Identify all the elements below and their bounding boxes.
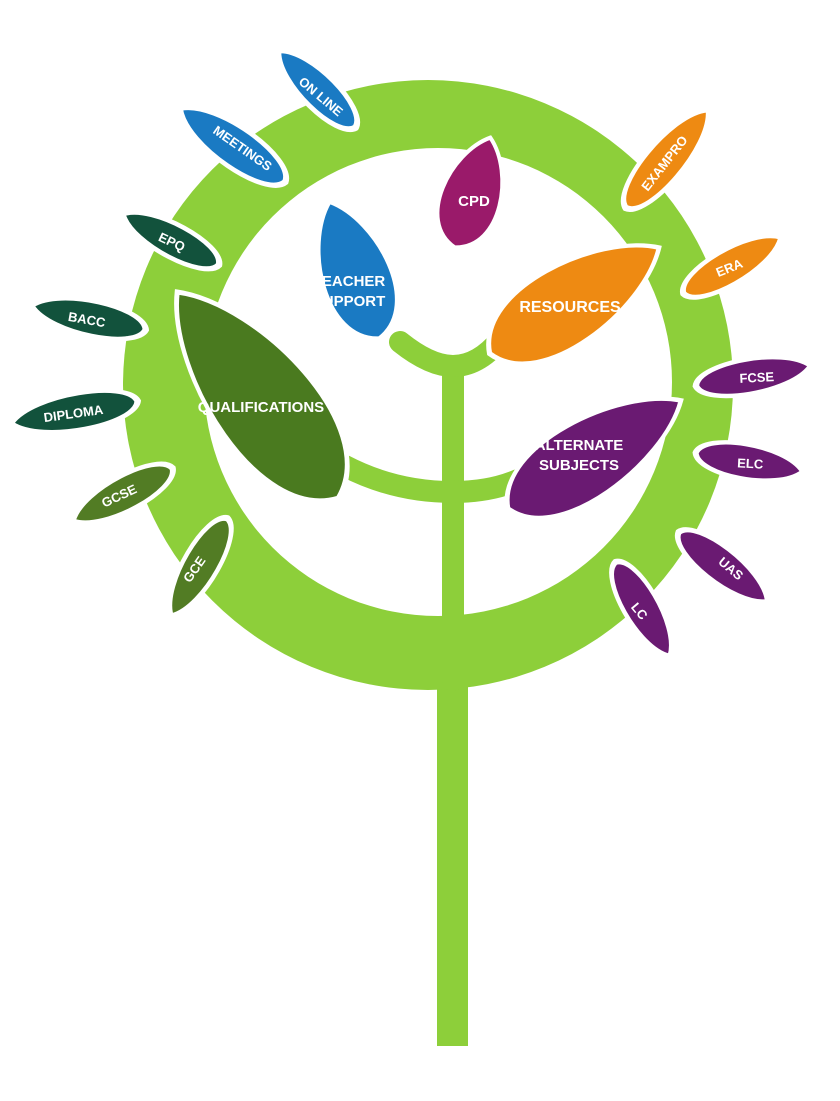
tree-trunk bbox=[437, 660, 468, 1046]
leaf-era[interactable]: ERA bbox=[675, 222, 790, 308]
leaf-alternate-subjects[interactable]: ALTERNATE SUBJECTS bbox=[487, 368, 701, 542]
leaf-lc[interactable]: LC bbox=[600, 553, 684, 665]
leaf-epq[interactable]: EPQ bbox=[115, 199, 227, 279]
leaf-alternate-subjects-label-1: ALTERNATE bbox=[535, 437, 624, 454]
leaf-elc[interactable]: ELC bbox=[693, 436, 807, 489]
leaf-resources[interactable]: RESOURCES bbox=[468, 214, 680, 387]
leaf-gce[interactable]: GCE bbox=[156, 510, 242, 625]
leaf-teacher-support-label-2: SUPPORT bbox=[313, 293, 386, 310]
leaf-gcse[interactable]: GCSE bbox=[65, 453, 181, 537]
leaf-bacc-label: BACC bbox=[67, 309, 107, 330]
leaf-cpd[interactable]: CPD bbox=[426, 128, 518, 256]
leaf-qualifications[interactable]: QUALIFICATIONS bbox=[137, 261, 379, 530]
leaf-diploma[interactable]: DIPLOMA bbox=[8, 383, 141, 441]
leaf-fcse[interactable]: FCSE bbox=[693, 349, 814, 403]
leaf-cpd-label: CPD bbox=[458, 193, 490, 210]
leaf-uas[interactable]: UAS bbox=[668, 518, 778, 615]
leaf-teacher-support-label-1: TEACHER bbox=[313, 273, 386, 290]
leaf-alternate-subjects-label-2: SUBJECTS bbox=[539, 457, 619, 474]
leaf-resources-label: RESOURCES bbox=[519, 299, 621, 316]
leaf-teacher-support[interactable]: TEACHER SUPPORT bbox=[297, 189, 413, 351]
leaf-qualifications-label: QUALIFICATIONS bbox=[198, 399, 324, 416]
leaf-fcse-label: FCSE bbox=[739, 369, 775, 386]
leaf-bacc[interactable]: BACC bbox=[28, 289, 150, 347]
leaf-elc-label: ELC bbox=[737, 455, 764, 471]
